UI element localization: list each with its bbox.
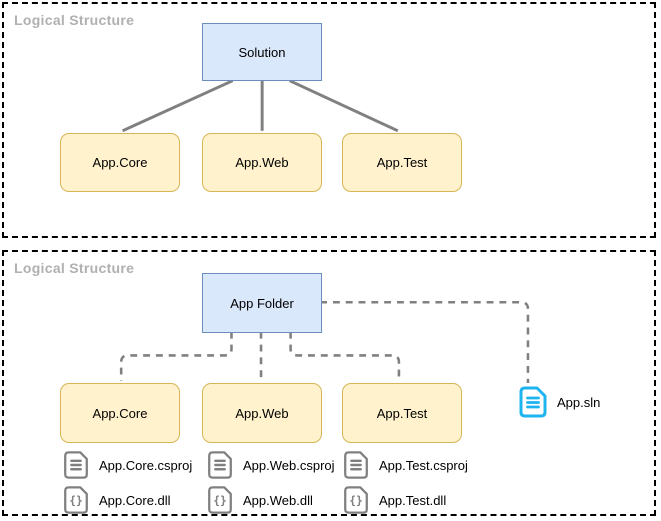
panel-logical-structure-bottom: Logical Structure App Folder App.Core Ap… bbox=[2, 250, 656, 516]
csproj-file-icon bbox=[344, 451, 368, 479]
file-label: App.Web.dll bbox=[243, 492, 313, 508]
project-node-label: App.Web bbox=[235, 405, 289, 421]
project-node-app-core: App.Core bbox=[60, 383, 180, 443]
svg-text:{}: {} bbox=[69, 495, 83, 508]
dll-file-icon: {} bbox=[208, 486, 232, 514]
file-item-dll: {} App.Web.dll bbox=[206, 485, 313, 515]
panel-logical-structure-top: Logical Structure Solution App.Core App.… bbox=[2, 2, 656, 238]
file-item-csproj: App.Core.csproj bbox=[62, 450, 192, 480]
app-folder-node: App Folder bbox=[202, 273, 322, 333]
project-node-app-test: App.Test bbox=[342, 133, 462, 192]
app-folder-node-label: App Folder bbox=[230, 295, 294, 311]
dll-file-icon: {} bbox=[64, 486, 88, 514]
svg-text:{}: {} bbox=[213, 495, 227, 508]
csproj-file-icon bbox=[64, 451, 88, 479]
project-node-label: App.Test bbox=[376, 155, 428, 170]
solid-connector-lines bbox=[121, 79, 399, 133]
project-node-label: App.Test bbox=[376, 405, 428, 421]
file-label: App.Core.csproj bbox=[99, 457, 193, 473]
file-label: App.Core.dll bbox=[99, 492, 171, 508]
solution-file-item: App.sln bbox=[518, 385, 600, 419]
project-node-label: App.Web bbox=[235, 155, 289, 170]
file-item-csproj: App.Web.csproj bbox=[206, 450, 335, 480]
svg-text:{}: {} bbox=[349, 495, 363, 508]
project-node-app-core: App.Core bbox=[60, 133, 180, 192]
file-label: App.Web.csproj bbox=[243, 457, 335, 473]
sln-file-icon bbox=[519, 386, 547, 418]
file-item-csproj: App.Test.csproj bbox=[342, 450, 468, 480]
project-node-app-test: App.Test bbox=[342, 383, 462, 443]
file-label: App.Test.dll bbox=[379, 492, 447, 508]
solution-node-label: Solution bbox=[238, 44, 286, 60]
project-node-label: App.Core bbox=[92, 155, 148, 170]
dll-file-icon: {} bbox=[344, 486, 368, 514]
project-node-app-web: App.Web bbox=[202, 383, 322, 443]
project-node-label: App.Core bbox=[92, 405, 148, 421]
file-item-dll: {} App.Core.dll bbox=[62, 485, 171, 515]
panel-title: Logical Structure bbox=[14, 260, 135, 276]
panel-title: Logical Structure bbox=[14, 12, 135, 28]
solution-node: Solution bbox=[202, 23, 322, 81]
solution-file-label: App.sln bbox=[557, 394, 601, 410]
file-label: App.Test.csproj bbox=[379, 457, 468, 473]
project-node-app-web: App.Web bbox=[202, 133, 322, 192]
file-item-dll: {} App.Test.dll bbox=[342, 485, 446, 515]
csproj-file-icon bbox=[208, 451, 232, 479]
